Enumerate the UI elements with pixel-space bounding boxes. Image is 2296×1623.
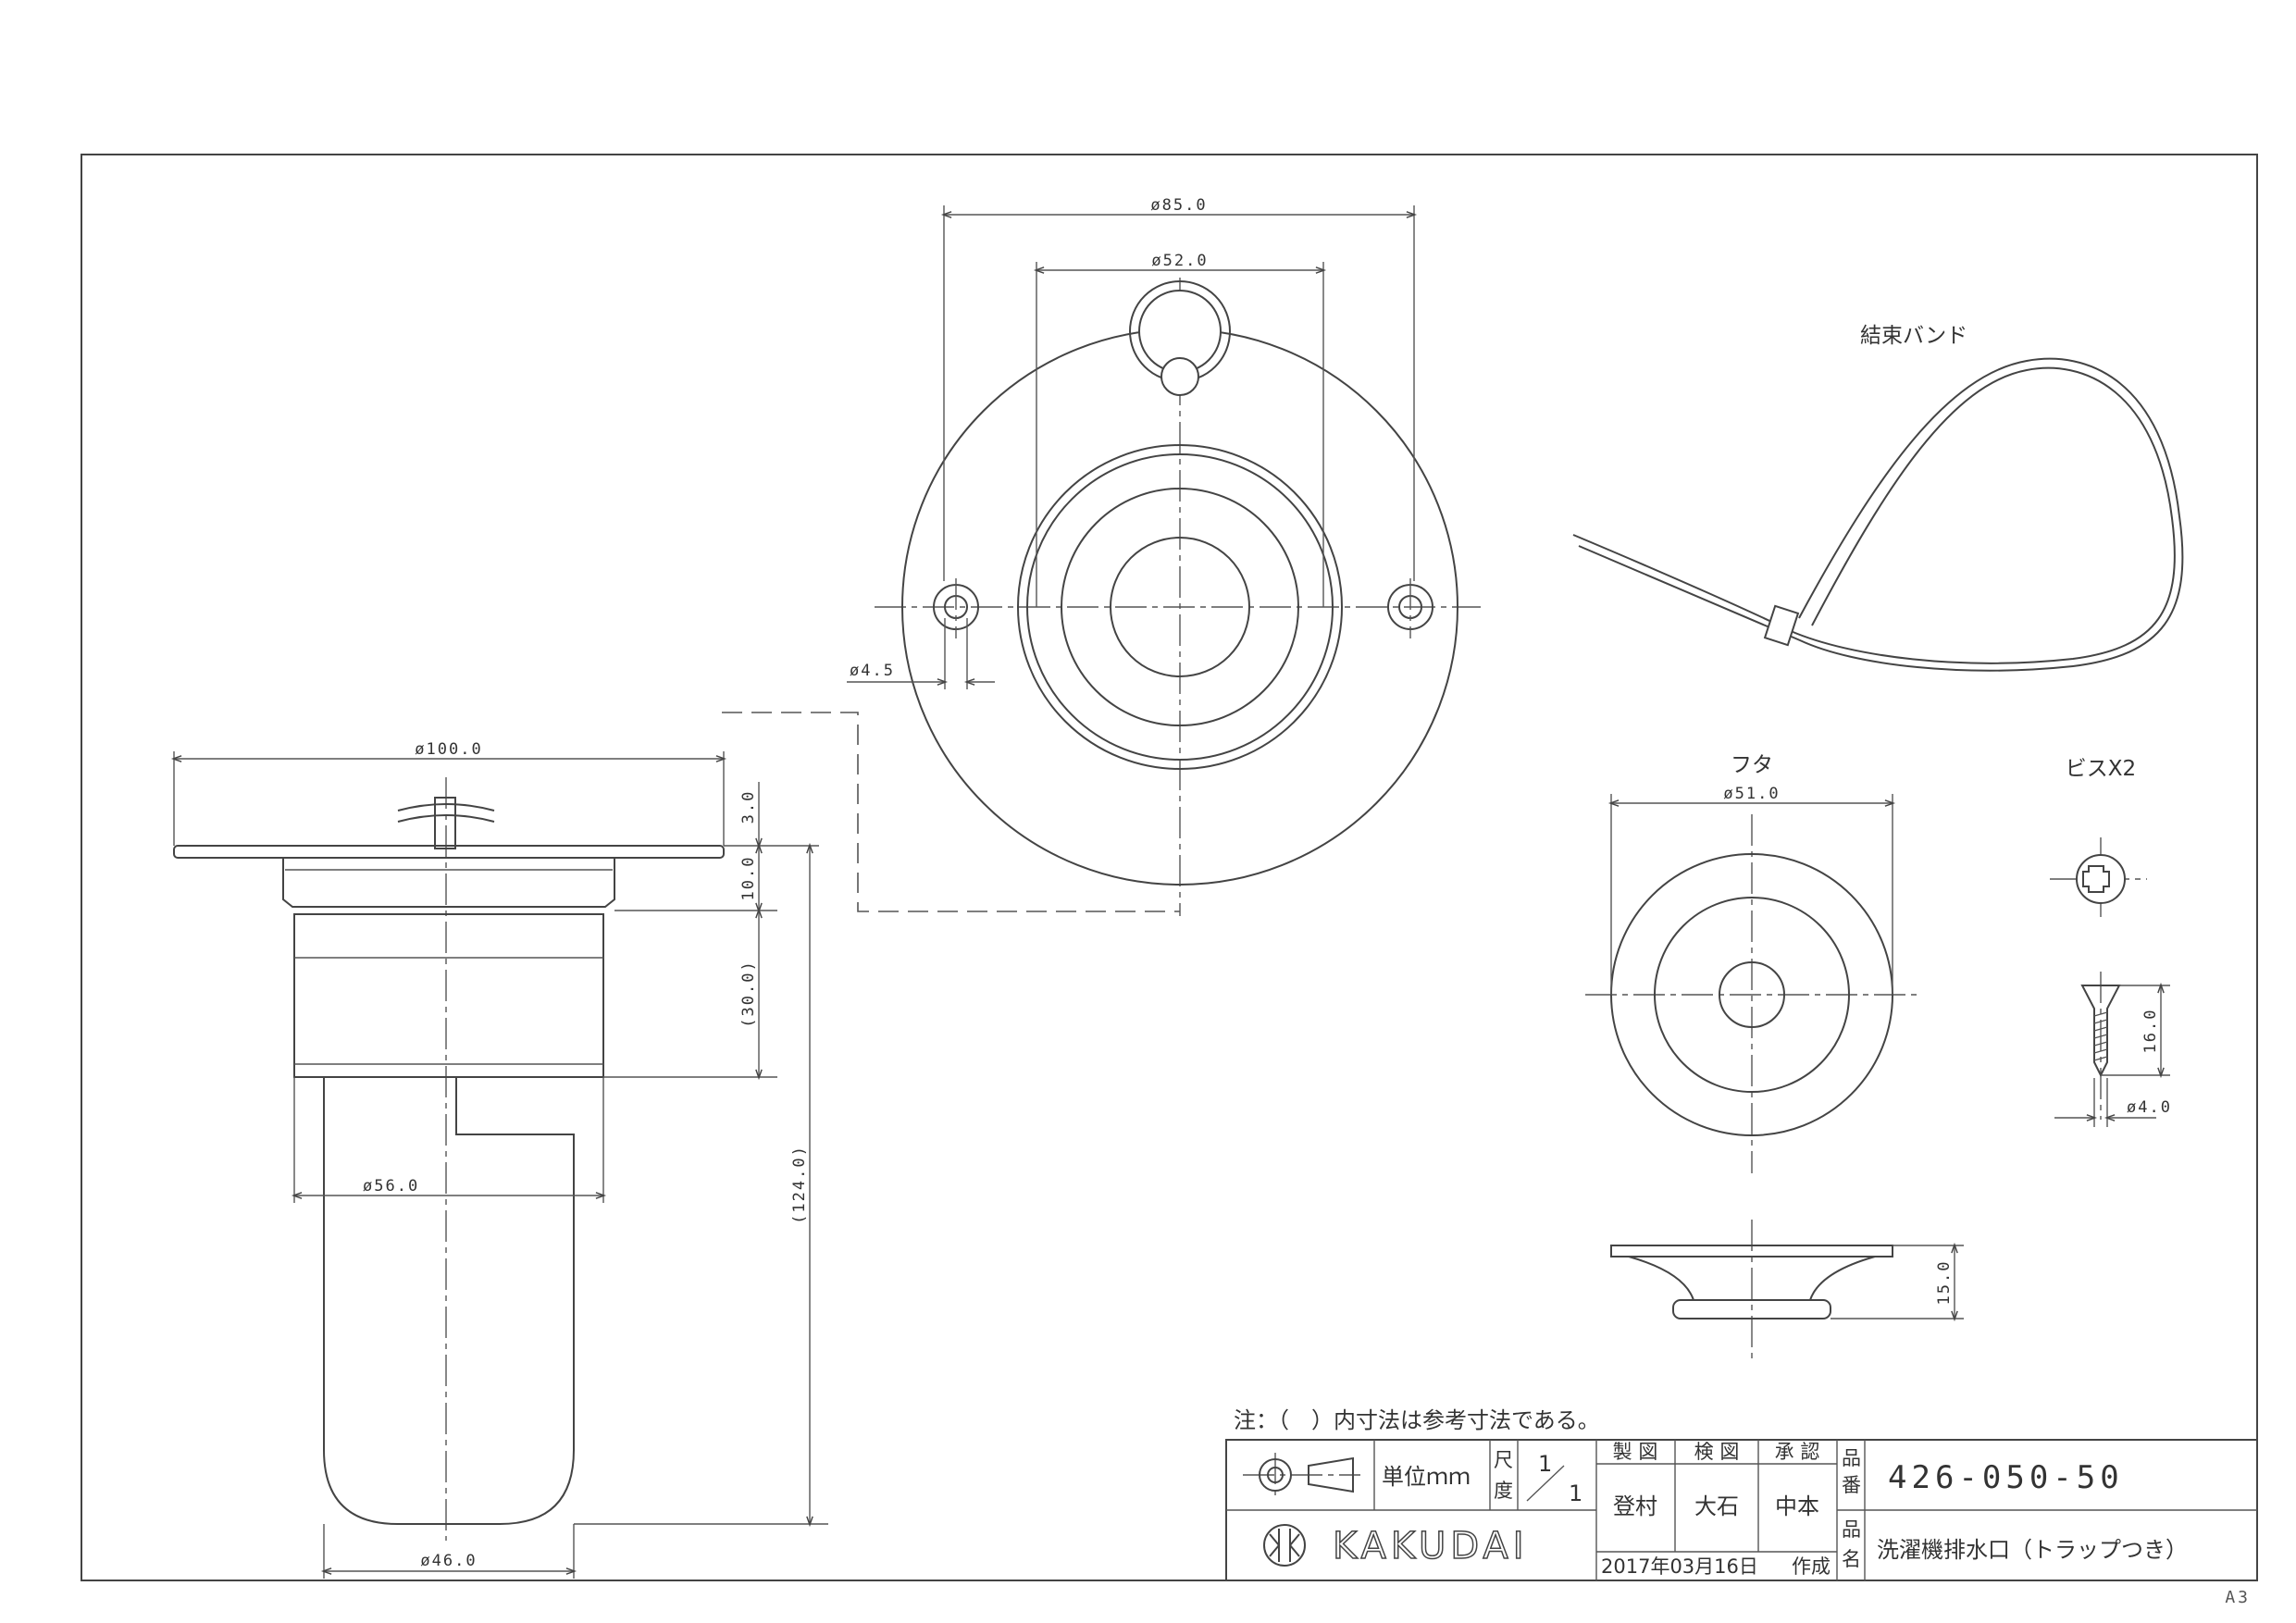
- dim-flange-dia: ø85.0: [1150, 196, 1207, 215]
- screw-view: ビスX2 16.0 ø4.0: [2050, 757, 2172, 1127]
- drawn-header: 製 図: [1613, 1441, 1658, 1463]
- company-name: KAKUDAI: [1333, 1525, 1529, 1567]
- sheet-size: A3: [2225, 1588, 2251, 1607]
- reference-note: 注：（ ）内寸法は参考寸法である。: [1234, 1407, 1600, 1433]
- third-angle-projection-icon: [1243, 1453, 1360, 1497]
- dim-pipe-dia: ø46.0: [420, 1552, 477, 1570]
- cable-tie-view: 結束バンド: [1572, 324, 2184, 672]
- scale-numerator: 1: [1538, 1451, 1552, 1477]
- kakudai-logo: KAKUDAI: [1263, 1524, 1529, 1568]
- unit-label: 単位ｍｍ: [1382, 1464, 1471, 1490]
- label-cable-tie: 結束バンド: [1860, 324, 1967, 348]
- approved-header: 承 認: [1775, 1441, 1820, 1463]
- approved-by: 中本: [1775, 1493, 1819, 1519]
- dim-hole-dia: ø4.5: [850, 662, 895, 680]
- cap-view: フタ ø51.0 15.0: [1585, 753, 1964, 1360]
- top-view-flange: ø85.0 ø52.0 ø4.5: [847, 196, 1481, 916]
- part-no-label-top: 品: [1842, 1447, 1861, 1469]
- name-label-top: 品: [1842, 1518, 1861, 1541]
- dim-cap-height: 15.0: [1935, 1260, 1954, 1306]
- dim-124: (124.0): [790, 1145, 809, 1224]
- scale-label-top: 尺: [1494, 1449, 1513, 1471]
- product-name: 洗濯機排水口（トラップつき）: [1877, 1537, 2188, 1563]
- drawing-date: 2017年03月16日: [1601, 1555, 1758, 1578]
- projection-link-line: [722, 712, 1180, 912]
- side-view-body: ø100.0 3.0 10.0 (30.0) (124.0) ø56.0 ø46…: [170, 740, 828, 1579]
- checked-by: 大石: [1694, 1493, 1739, 1519]
- dim-screw-len: 16.0: [2141, 1009, 2160, 1054]
- dim-cap-dia: ø51.0: [1723, 785, 1780, 803]
- dim-10: 10.0: [739, 856, 758, 901]
- checked-header: 検 図: [1694, 1441, 1740, 1463]
- title-block: 単位ｍｍ 尺 度 1 1 製 図 検 図 承 認 登村 大石 中本 2017年0…: [1225, 1439, 2258, 1581]
- drawing-border: [81, 154, 2258, 1581]
- created-label: 作成: [1792, 1555, 1831, 1578]
- scale-label-bottom: 度: [1494, 1480, 1513, 1502]
- label-screws: ビスX2: [2066, 757, 2136, 781]
- dim-30: (30.0): [739, 960, 758, 1027]
- drawn-by: 登村: [1613, 1493, 1657, 1519]
- dim-3: 3.0: [739, 790, 758, 824]
- part-no-label-bottom: 番: [1842, 1474, 1861, 1496]
- dim-plate-dia: ø100.0: [415, 740, 482, 759]
- name-label-bottom: 名: [1842, 1548, 1861, 1570]
- label-cap: フタ: [1731, 753, 1773, 777]
- scale-denominator: 1: [1569, 1481, 1582, 1506]
- dim-bore-dia: ø52.0: [1151, 252, 1208, 270]
- part-number: 426-050-50: [1888, 1459, 2124, 1496]
- dim-screw-dia: ø4.0: [2127, 1098, 2172, 1117]
- dim-body-dia: ø56.0: [363, 1177, 419, 1196]
